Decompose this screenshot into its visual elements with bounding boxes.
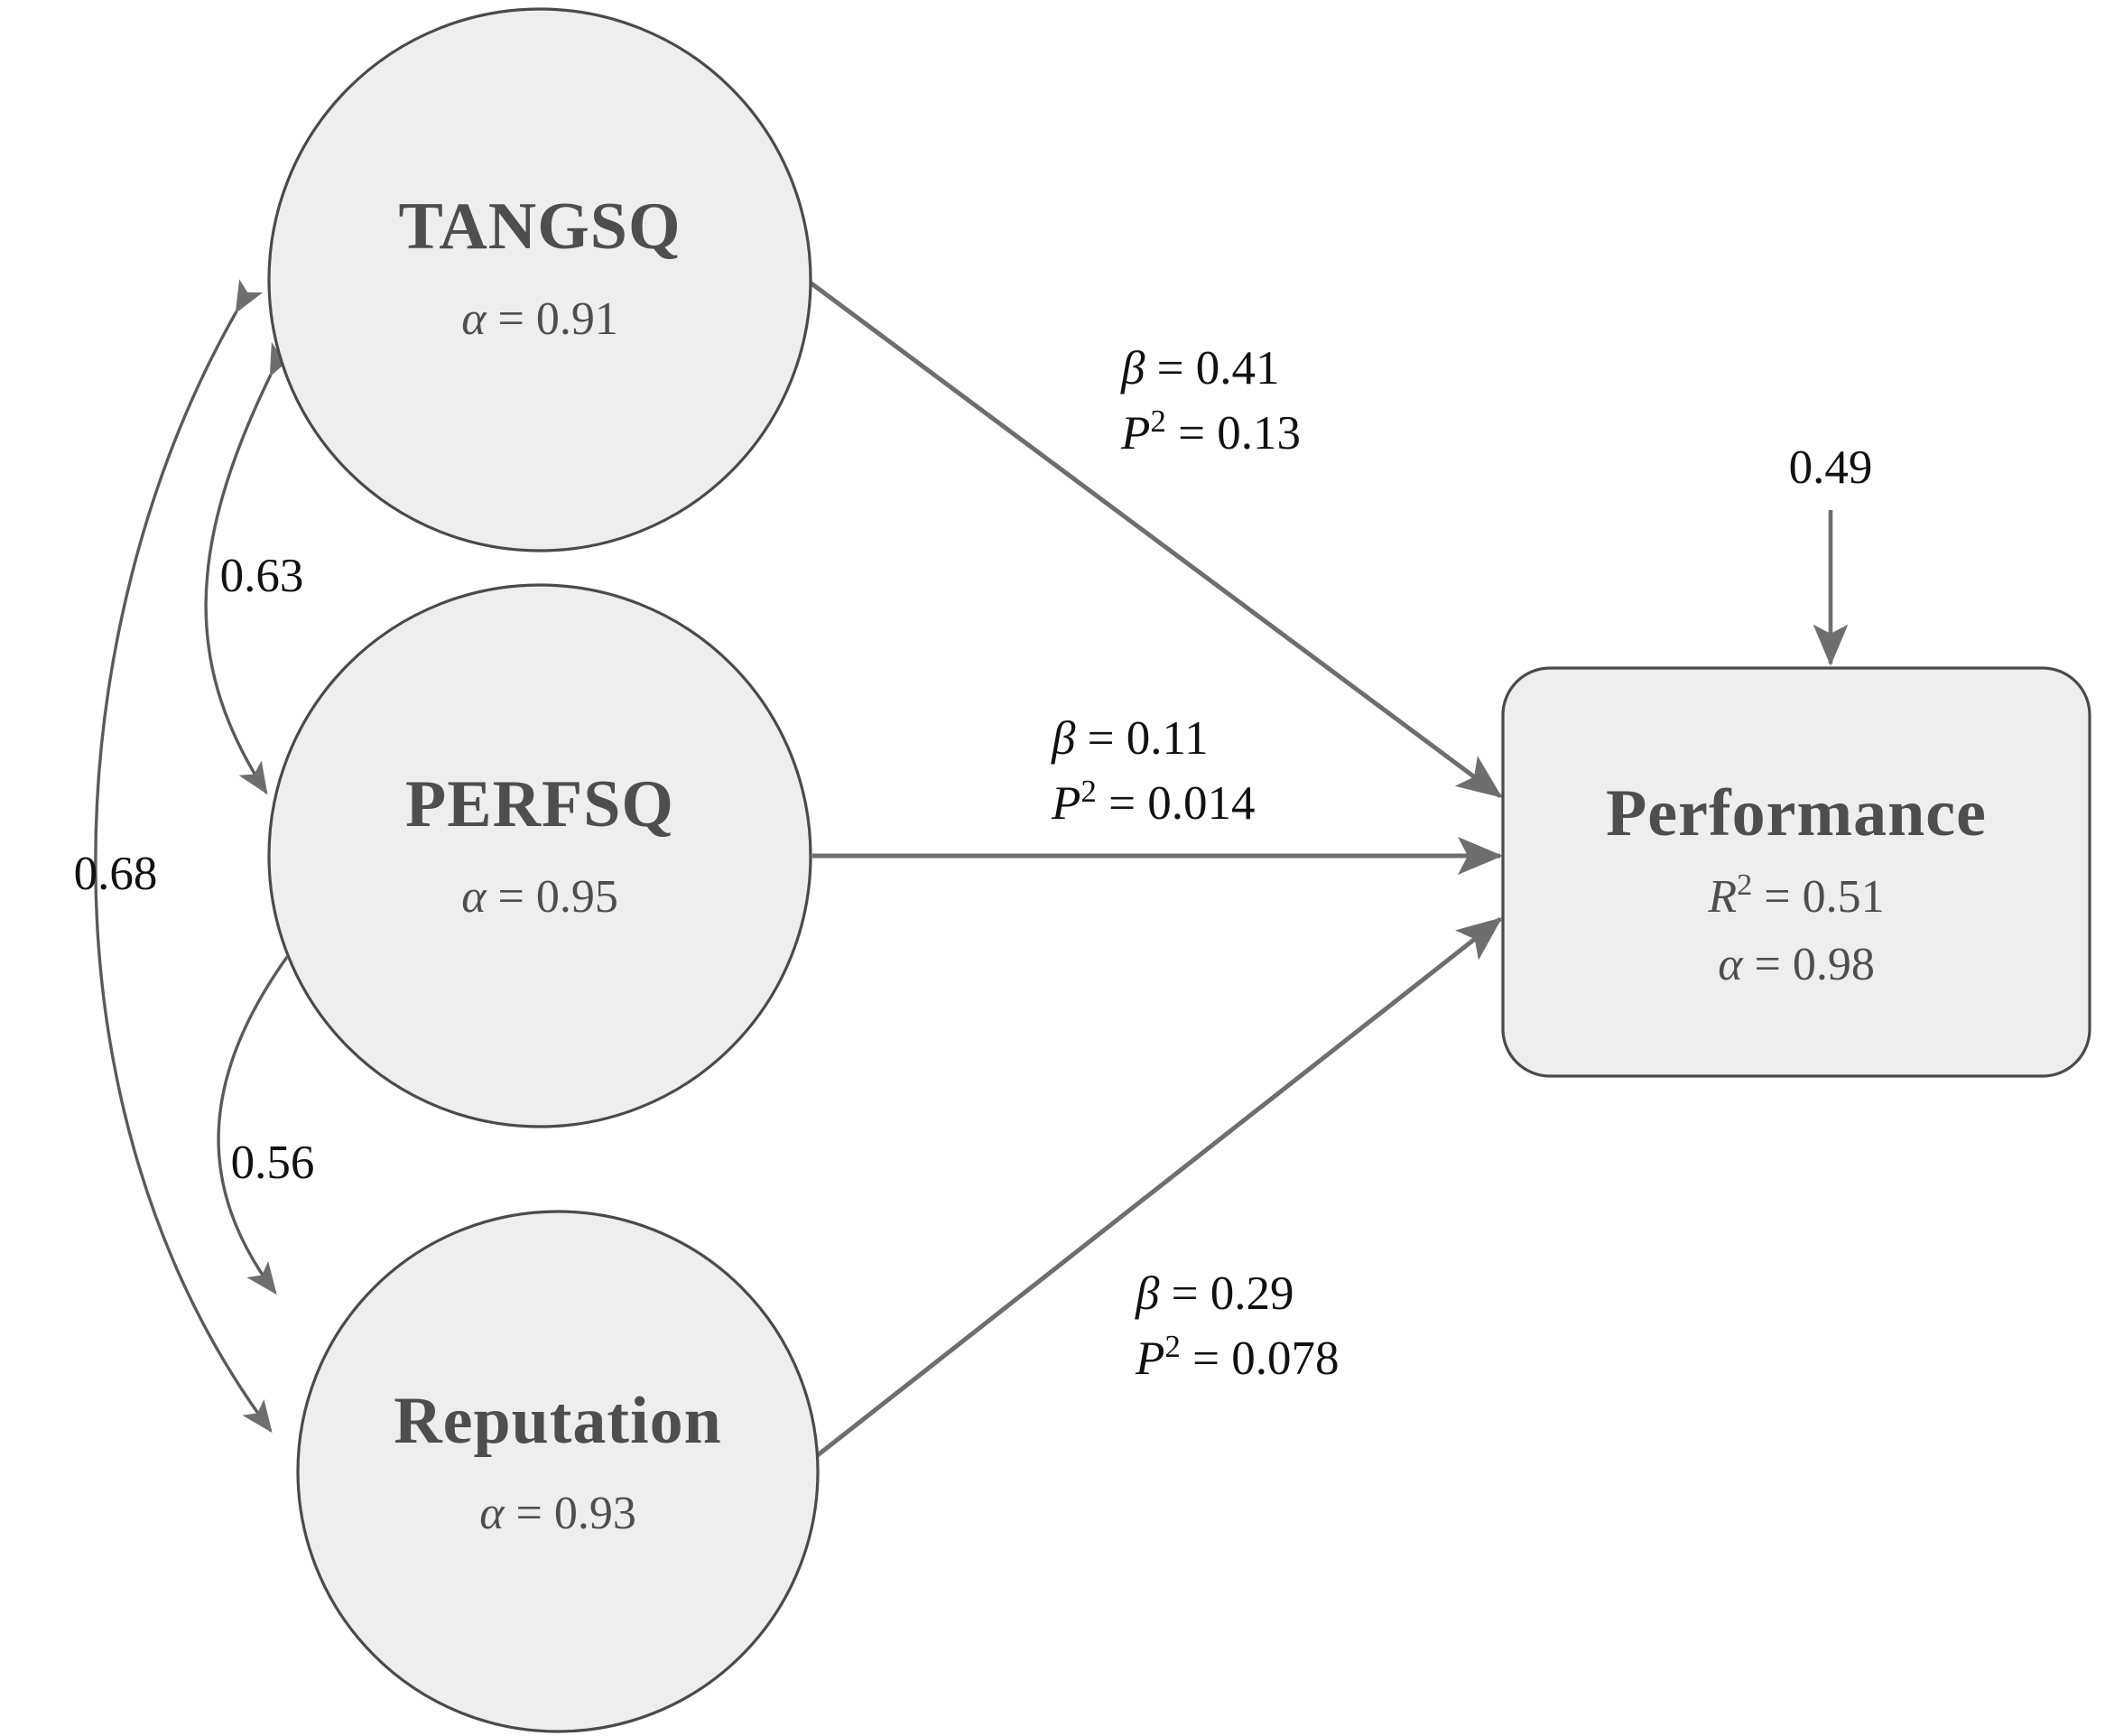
reputation-label: Reputation [394,1384,722,1458]
performance-label: Performance [1606,776,1987,850]
performance-r2-symbol: R [1707,871,1737,923]
perfsq-beta-eq: = [1075,712,1126,765]
perfsq-beta-symbol: β [1051,712,1076,765]
tangsq-beta-label: β = 0.41 [1120,342,1280,395]
node-perfsq[interactable]: PERFSQ α = 0.95 [267,583,812,1128]
disturbance-arrow-group: 0.49 [1789,441,1873,666]
reputation-circle[interactable] [296,1210,820,1733]
performance-alpha-eq: = [1742,939,1792,990]
performance-alpha-value: 0.98 [1793,939,1875,990]
perfsq-label: PERFSQ [405,767,674,841]
performance-r2: R2 = 0.51 [1707,868,1884,923]
reputation-p2-eq: = [1181,1332,1231,1385]
reputation-beta-eq: = [1159,1267,1210,1320]
tangsq-p2-value: 0.13 [1217,407,1301,460]
tangsq-alpha-symbol: α [461,293,487,345]
perfsq-p2-value: 0.014 [1147,777,1255,830]
perfsq-p2-symbol: P [1051,777,1080,830]
performance-box[interactable] [1501,666,2091,1078]
tangsq-label: TANGSQ [398,190,681,264]
perfsq-alpha: α = 0.95 [461,871,618,923]
tangsq-p2-eq: = [1166,407,1217,460]
correlation-arcs [94,279,316,1434]
path-label-tangsq: β = 0.41 P2 = 0.13 [1120,342,1301,460]
performance-alpha-symbol: α [1718,939,1744,990]
performance-alpha: α = 0.98 [1718,939,1875,990]
perfsq-beta-label: β = 0.11 [1051,712,1209,765]
tangsq-beta-symbol: β [1120,342,1145,395]
performance-r2-value: 0.51 [1803,871,1885,923]
node-tangsq[interactable]: TANGSQ α = 0.91 [267,7,812,552]
reputation-p2-value: 0.078 [1231,1332,1339,1385]
tangsq-p2-label: P2 = 0.13 [1120,404,1301,460]
correlation-label-tangsq-perfsq: 0.63 [220,550,304,602]
tangsq-alpha-eq: = [486,293,535,345]
correlation-arc-tangsq-reputation [94,279,273,1434]
performance-r2-eq: = [1752,871,1802,923]
tangsq-alpha-value: 0.91 [536,293,618,345]
reputation-p2-symbol: P [1135,1332,1164,1385]
tangsq-circle[interactable] [267,7,812,552]
reputation-beta-label: β = 0.29 [1135,1267,1294,1320]
path-reputation-to-performance [804,917,1503,1466]
tangsq-p2-symbol: P [1120,407,1150,460]
perfsq-beta-value: 0.11 [1127,712,1209,765]
reputation-alpha-value: 0.93 [554,1488,636,1539]
performance-r2-exponent: 2 [1737,868,1752,902]
reputation-alpha-symbol: α [479,1488,505,1539]
reputation-beta-symbol: β [1135,1267,1160,1320]
perfsq-p2-exponent: 2 [1080,774,1096,809]
perfsq-p2-eq: = [1097,777,1147,830]
perfsq-p2-label: P2 = 0.014 [1051,774,1256,831]
perfsq-alpha-eq: = [486,871,535,923]
tangsq-beta-value: 0.41 [1196,342,1280,395]
tangsq-alpha: α = 0.91 [461,293,618,345]
correlation-label-perfsq-reputation: 0.56 [231,1137,315,1189]
tangsq-beta-eq: = [1145,342,1195,395]
tangsq-p2-exponent: 2 [1150,404,1165,439]
node-performance[interactable]: Performance R2 = 0.51 α = 0.98 [1501,666,2091,1078]
reputation-alpha-eq: = [504,1488,553,1539]
reputation-beta-value: 0.29 [1210,1267,1294,1320]
structural-paths [774,255,1504,1466]
perfsq-alpha-symbol: α [461,871,487,923]
disturbance-value-label: 0.49 [1789,441,1873,494]
correlation-labels: 0.63 0.68 0.56 [74,550,315,1189]
path-label-reputation: β = 0.29 P2 = 0.078 [1135,1267,1340,1385]
path-label-perfsq: β = 0.11 P2 = 0.014 [1051,712,1256,830]
correlation-arc-perfsq-reputation [217,924,316,1295]
reputation-alpha: α = 0.93 [479,1488,636,1539]
reputation-p2-label: P2 = 0.078 [1135,1329,1340,1386]
node-reputation[interactable]: Reputation α = 0.93 [296,1210,820,1733]
path-tangsq-to-performance [774,255,1503,799]
reputation-p2-exponent: 2 [1164,1329,1180,1364]
perfsq-circle[interactable] [267,583,812,1128]
perfsq-alpha-value: 0.95 [536,871,618,923]
correlation-label-tangsq-reputation: 0.68 [74,848,158,900]
